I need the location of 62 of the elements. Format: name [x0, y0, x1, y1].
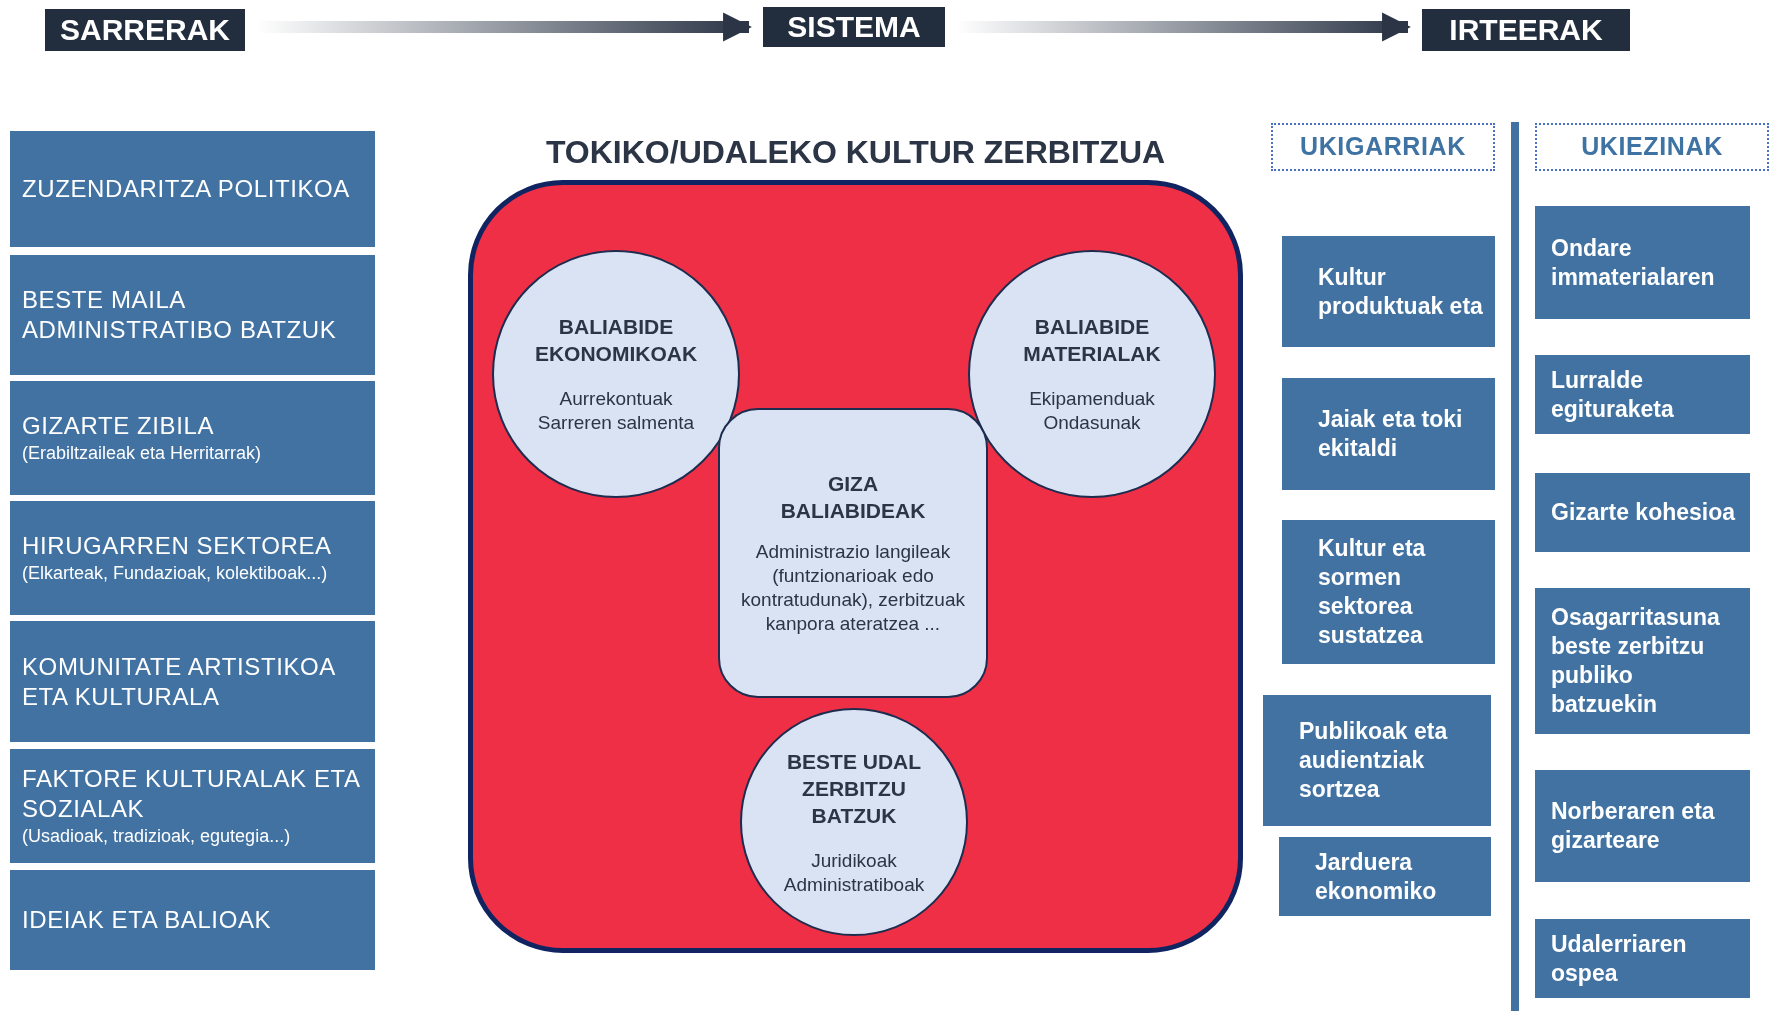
output-text: Osagarritasuna beste zerbitzu publiko batzuekin: [1551, 603, 1721, 719]
output-box: [1282, 236, 1495, 347]
output-text: Kultur eta sormen sektorea sustatzea: [1318, 534, 1427, 650]
resource-title: BALIABIDE EKONOMIKOAK: [533, 314, 699, 367]
category-box: [1535, 123, 1769, 171]
input-note: (Usadioak, tradizioak, egutegia...): [22, 824, 292, 848]
service-title: TOKIKO/UDALEKO KULTUR ZERBITZUA: [544, 133, 1167, 172]
output-text: Udalerriaren ospea: [1551, 929, 1688, 988]
category-heading: UKIGARRIAK: [1300, 131, 1466, 163]
input-note: (Elkarteak, Fundazioak, kolektiboak...): [22, 561, 329, 585]
input-box: [10, 870, 375, 970]
output-text: Lurralde egituraketa: [1551, 365, 1675, 424]
resource-title: GIZA BALIABIDEAK: [779, 471, 927, 524]
output-box: [1535, 473, 1750, 552]
resource-detail: Ondasunak: [1043, 411, 1141, 435]
resource-detail: Administrazio langileak (funtzionarioak edo kontratudunak), zerbitzuak kanpora ateratzea ...: [740, 540, 966, 636]
input-title: GIZARTE ZIBILA: [22, 410, 215, 441]
stage-label: [1422, 9, 1630, 51]
resource-detail: Aurrekontuak: [559, 387, 673, 411]
input-title: FAKTORE KULTURALAK ETA SOZIALAK: [22, 763, 361, 824]
output-text: Norberaren eta gizarteare: [1551, 797, 1716, 855]
resource-title: BALIABIDE MATERIALAK: [1022, 314, 1162, 367]
input-box: [10, 749, 375, 863]
output-text: Publikoak eta audientziak sortzea: [1299, 717, 1449, 804]
stage-heading: IRTEERAK: [1449, 15, 1603, 45]
output-box: [1263, 695, 1491, 826]
input-box: [10, 255, 375, 375]
input-title: ZUZENDARITZA POLITIKOA: [22, 174, 351, 204]
input-title: IDEIAK ETA BALIOAK: [22, 905, 273, 935]
output-box: [1282, 378, 1495, 490]
output-box: [1535, 919, 1750, 998]
category-box: [1271, 123, 1495, 171]
output-text: Kultur produktuak eta: [1318, 262, 1484, 321]
input-title: BESTE MAILA ADMINISTRATIBO BATZUK: [22, 285, 338, 345]
output-box: [1535, 355, 1750, 434]
stage-label: [763, 7, 945, 47]
resource-detail: Juridikoak: [811, 848, 897, 873]
input-box: [10, 381, 375, 495]
output-text: Jaiak eta toki ekitaldi: [1318, 405, 1464, 463]
input-box: [10, 131, 375, 247]
resource-title: BESTE UDAL ZERBITZU BATZUK: [785, 748, 923, 829]
output-box: [1279, 837, 1491, 916]
stage-heading: SISTEMA: [787, 12, 921, 42]
resource-box: [718, 408, 988, 698]
resource-detail: Administratiboak: [783, 872, 925, 897]
output-text: Jarduera ekonomiko: [1315, 847, 1438, 906]
output-box: [1282, 520, 1495, 664]
stage-heading: SARRERAK: [60, 15, 230, 45]
input-box: [10, 621, 375, 742]
stage-label: [45, 9, 245, 51]
input-box: [10, 501, 375, 615]
input-title: HIRUGARREN SEKTOREA: [22, 530, 333, 561]
output-box: [1535, 588, 1750, 734]
output-box: [1535, 206, 1750, 319]
resource-detail: Sarreren salmenta: [537, 411, 695, 435]
input-note: (Erabiltzaileak eta Herritarrak): [22, 441, 263, 465]
output-box: [1535, 770, 1750, 882]
input-title: KOMUNITATE ARTISTIKOA ETA KULTURALA: [22, 651, 336, 712]
category-heading: UKIEZINAK: [1581, 131, 1723, 163]
resource-detail: Ekipamenduak: [1029, 387, 1155, 411]
output-text: Ondare immaterialaren: [1551, 233, 1716, 292]
output-text: Gizarte kohesioa: [1551, 498, 1736, 527]
